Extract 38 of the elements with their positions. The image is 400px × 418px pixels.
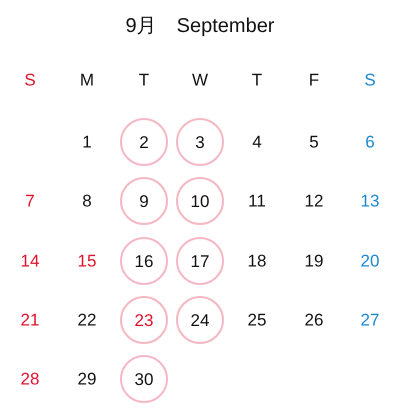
day-number: 8: [82, 192, 92, 210]
calendar-title: 9月 September: [124, 14, 276, 39]
day-number: 1: [82, 134, 92, 150]
day-number: 12: [304, 192, 324, 210]
weekday-label: W: [192, 72, 208, 88]
weekday-label: S: [364, 72, 376, 88]
day-number: 7: [25, 192, 35, 210]
day-number: 25: [248, 312, 266, 328]
day-number: 27: [360, 312, 380, 328]
circled-day: 3: [176, 118, 224, 166]
circled-day: 16: [120, 237, 168, 285]
day-number: 4: [252, 134, 262, 150]
weekday-label: M: [80, 72, 94, 88]
day-number: 28: [20, 370, 40, 388]
circled-day: 9: [120, 177, 168, 225]
circled-day: 24: [176, 296, 224, 344]
day-number: 6: [365, 134, 375, 150]
day-number: 26: [304, 312, 324, 328]
weekday-label: F: [308, 72, 320, 88]
circled-day: 10: [176, 177, 224, 225]
circled-day: 17: [176, 237, 224, 285]
day-number: 19: [304, 252, 324, 270]
day-number: 14: [20, 252, 40, 270]
day-number: 21: [20, 312, 40, 328]
circled-day: 23: [120, 296, 168, 344]
weekday-label: T: [252, 72, 262, 88]
circled-day: 2: [120, 118, 168, 166]
day-number: 13: [360, 192, 380, 210]
day-number: 11: [248, 192, 266, 210]
day-number: 15: [78, 252, 96, 270]
day-number: 29: [78, 370, 96, 388]
weekday-label: S: [24, 72, 36, 88]
day-number: 20: [360, 252, 380, 270]
day-number: 22: [78, 312, 96, 328]
circled-day: 30: [120, 355, 168, 403]
day-number: 5: [309, 134, 319, 150]
weekday-label: T: [138, 72, 150, 88]
day-number: 18: [248, 252, 266, 270]
